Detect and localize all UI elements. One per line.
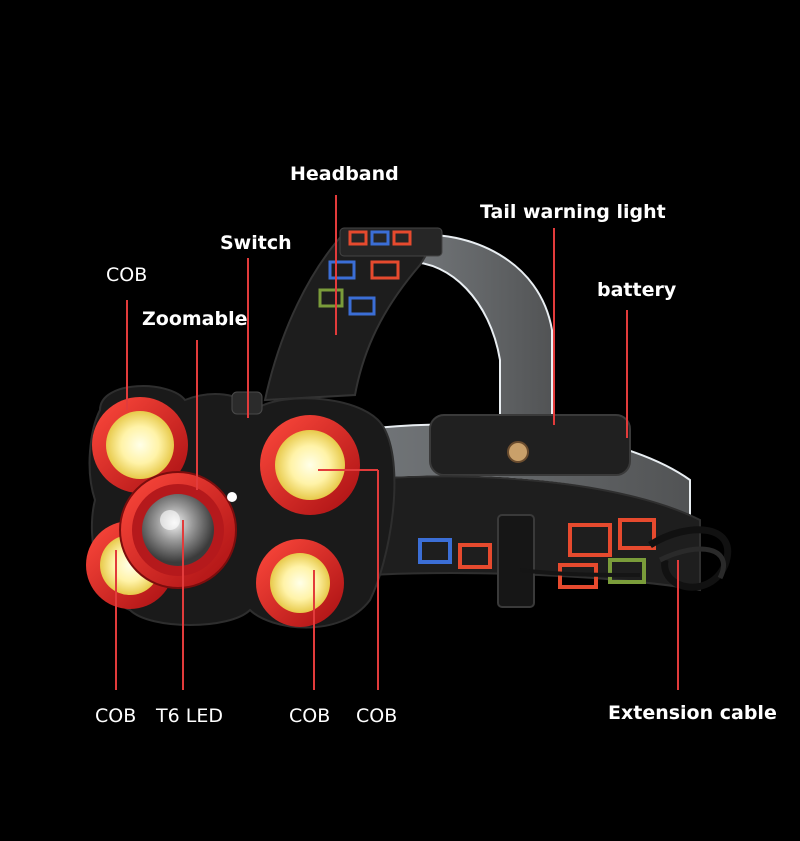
leader-lines xyxy=(115,195,679,690)
top-headband xyxy=(263,231,442,402)
cob-light-right xyxy=(260,415,360,515)
tail-warning-light xyxy=(507,441,529,463)
extension-cable-coil xyxy=(519,526,731,591)
label-cob-bottom-center: COB xyxy=(289,705,331,727)
label-extension-cable: Extension cable xyxy=(608,702,777,724)
cob-light-top-left xyxy=(92,397,188,493)
label-t6-led: T6 LED xyxy=(156,705,223,727)
cob-light-bottom-center xyxy=(256,539,344,627)
strap-slider xyxy=(497,514,535,608)
label-battery: battery xyxy=(597,279,677,301)
label-cob-bottom-left: COB xyxy=(95,705,137,727)
label-zoomable: Zoomable xyxy=(142,308,248,330)
side-strap-pattern xyxy=(418,518,656,589)
label-cob-top-left: COB xyxy=(106,264,148,286)
label-switch: Switch xyxy=(220,232,292,254)
headband-pattern xyxy=(318,230,412,316)
label-tail-warning-light: Tail warning light xyxy=(480,201,666,223)
battery-box xyxy=(429,414,631,476)
t6-led-zoom-lens xyxy=(119,471,237,589)
label-headband: Headband xyxy=(290,163,399,185)
label-cob-right: COB xyxy=(356,705,398,727)
